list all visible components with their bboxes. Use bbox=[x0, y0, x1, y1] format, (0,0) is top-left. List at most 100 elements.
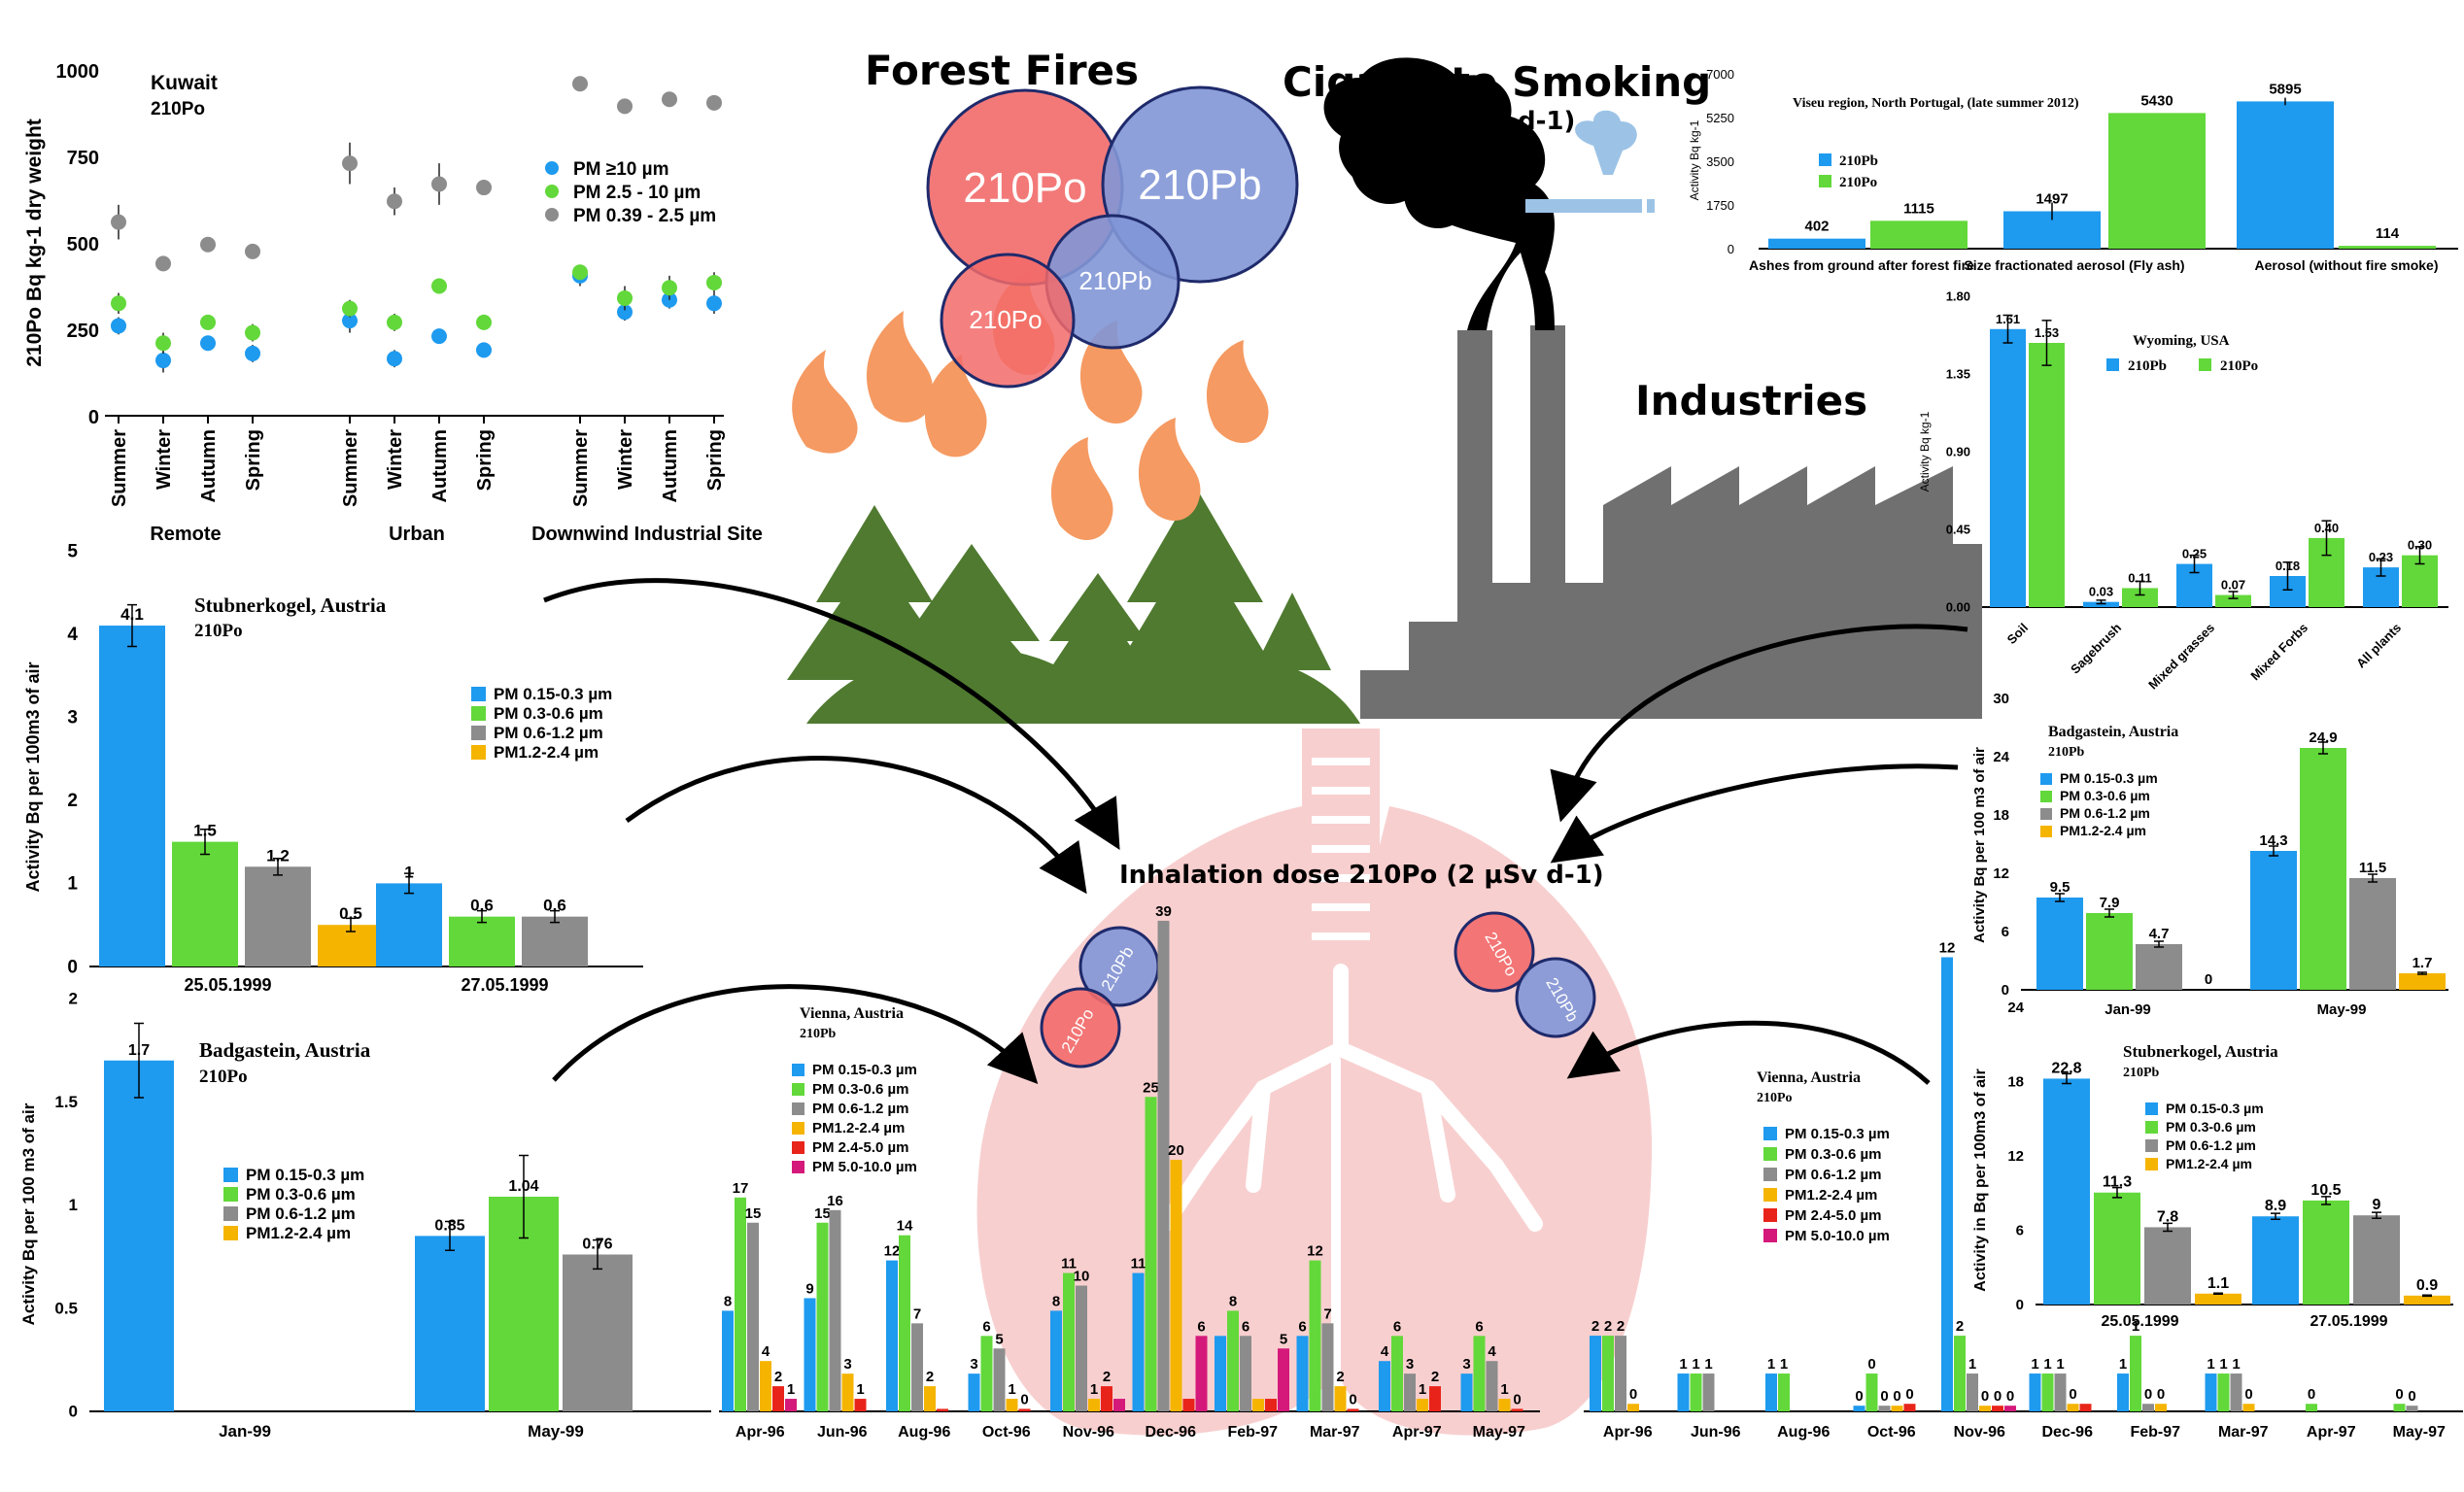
stub-pb-legend-label: PM 0.3-0.6 µm bbox=[2166, 1119, 2256, 1135]
kuwait-point bbox=[431, 176, 447, 192]
po-label-large: 210Po bbox=[963, 164, 1086, 212]
vienna-pb-legend-label: PM 2.4-5.0 µm bbox=[812, 1139, 909, 1156]
vienna_pb-data-label: 1 bbox=[1419, 1381, 1426, 1398]
stub-po-legend-swatch bbox=[471, 726, 486, 740]
vienna_pb-bar bbox=[735, 1197, 746, 1411]
kuwait-point bbox=[200, 314, 216, 330]
kuwait-point bbox=[476, 314, 492, 330]
vienna-po-y-label: Activity in Bq per 100m3 of air bbox=[1972, 1068, 1989, 1291]
vienna_po-data-label: 1 bbox=[2132, 1318, 2139, 1335]
stub_pb-data-label: 1.1 bbox=[2207, 1275, 2229, 1292]
bad-pb-subtitle: 210Pb bbox=[2048, 745, 2085, 760]
vienna_po-data-label: 2 bbox=[1956, 1318, 1964, 1335]
vienna-po-legend-swatch bbox=[1763, 1168, 1777, 1181]
stub_pb-data-label: 9 bbox=[2373, 1197, 2381, 1213]
vienna_pb-data-label: 1 bbox=[856, 1381, 864, 1398]
stub_po-data-label: 0.6 bbox=[543, 897, 566, 915]
bad_pb-error-bar bbox=[2105, 908, 2114, 918]
bad_pb-bar bbox=[2036, 898, 2083, 990]
vienna-pb-title: Vienna, Austria bbox=[800, 1005, 904, 1022]
vienna_po-bar bbox=[2117, 1373, 2129, 1411]
wyoming-data-label: 0.11 bbox=[2128, 570, 2152, 585]
vienna_po-data-label: 0 bbox=[2157, 1386, 2165, 1403]
kuwait-point bbox=[245, 324, 260, 341]
stub_po-data-label: 1.5 bbox=[193, 822, 217, 840]
bad_pb-error-bar bbox=[2368, 873, 2378, 883]
cigarette-icon bbox=[1525, 110, 1655, 213]
stub_pb-y-tick: 12 bbox=[2007, 1148, 2024, 1165]
viseu-legend-label: 210Po bbox=[1839, 175, 1877, 190]
vienna-po-title: Vienna, Austria bbox=[1757, 1069, 1861, 1086]
bad_po-bar bbox=[104, 1060, 174, 1411]
vienna_po-x-tick: Oct-96 bbox=[1867, 1424, 1916, 1441]
vienna_po-bar bbox=[2004, 1406, 2016, 1411]
vienna_po-data-label: 1 bbox=[1704, 1356, 1712, 1373]
vienna-pb-legend-label: PM 0.3-0.6 µm bbox=[812, 1081, 909, 1098]
vienna_pb-bar bbox=[1309, 1260, 1321, 1411]
vienna_pb-bar bbox=[1379, 1361, 1390, 1411]
stub_pb-y-tick: 18 bbox=[2007, 1074, 2024, 1091]
vienna-po-legend-swatch bbox=[1763, 1147, 1777, 1161]
viseu-data-label: 5430 bbox=[2140, 92, 2173, 109]
stub_po-bar bbox=[99, 626, 165, 966]
vienna-po-legend-label: PM 0.3-0.6 µm bbox=[1785, 1146, 1882, 1163]
viseu-legend-swatch bbox=[1819, 175, 1831, 187]
vienna_pb-data-label: 15 bbox=[814, 1205, 831, 1222]
kuwait-legend-label: PM 0.39 - 2.5 µm bbox=[573, 206, 716, 226]
vienna_pb-bar bbox=[1050, 1310, 1062, 1411]
vienna_pb-bar bbox=[1018, 1408, 1031, 1411]
radionuclide-circles: 210Po 210Pb 210Pb 210Po 210Pb 210Po 210P… bbox=[926, 85, 1596, 1068]
wyoming-y-label: Activity Bq kg-1 bbox=[1918, 411, 1932, 492]
stub_pb-data-label: 11.3 bbox=[2103, 1174, 2132, 1191]
vienna_po-data-label: 2 bbox=[1604, 1318, 1612, 1335]
vienna_pb-x-tick: Oct-96 bbox=[982, 1424, 1031, 1441]
vienna-po-legend-label: PM 0.6-1.2 µm bbox=[1785, 1167, 1882, 1183]
wyoming-x-tick: Mixed grasses bbox=[2145, 621, 2217, 693]
bad_po-y-tick: 0 bbox=[69, 1403, 78, 1421]
bad_pb-bar bbox=[2300, 748, 2346, 990]
vienna_pb-bar bbox=[1473, 1336, 1486, 1411]
vienna_pb-bar bbox=[1252, 1399, 1264, 1411]
stub_pb-error-bar bbox=[2271, 1212, 2280, 1221]
viseu-bar bbox=[1870, 220, 1968, 249]
bad_po-data-label: 0.85 bbox=[434, 1217, 464, 1234]
wyoming-data-label: 0.03 bbox=[2089, 585, 2113, 599]
flow-arrows bbox=[543, 578, 1968, 1085]
vienna_pb-data-label: 0 bbox=[1513, 1391, 1521, 1407]
vienna_pb-data-label: 5 bbox=[995, 1331, 1003, 1347]
bad_pb-error-bar bbox=[2318, 741, 2328, 755]
vienna_po-bar bbox=[2142, 1404, 2154, 1411]
kuwait-x-tick: Spring bbox=[704, 429, 726, 491]
vienna-pb-legend-swatch bbox=[792, 1064, 804, 1076]
wyoming-data-label: 0.07 bbox=[2221, 578, 2245, 593]
vienna_po-x-tick: Feb-97 bbox=[2130, 1424, 2180, 1441]
stub_po-error-bar bbox=[200, 829, 210, 856]
vienna_pb-x-tick: Jun-96 bbox=[817, 1424, 868, 1441]
stub_pb-error-bar bbox=[2213, 1292, 2223, 1296]
bad_pb-data-label: 9.5 bbox=[2050, 879, 2070, 896]
lung-po-circle-1 bbox=[1040, 987, 1121, 1068]
vienna_po-bar bbox=[1853, 1406, 1865, 1411]
kuwait-x-tick: Spring bbox=[243, 429, 264, 491]
vienna_po-data-label: 1 bbox=[2119, 1356, 2127, 1373]
bad_pb-x-tick: May-99 bbox=[2317, 1001, 2367, 1018]
vienna_pb-bar bbox=[1215, 1336, 1226, 1411]
vienna_po-data-label: 1 bbox=[2056, 1356, 2064, 1373]
vienna_pb-bar bbox=[829, 1209, 841, 1411]
bad_po-error-bar bbox=[134, 1022, 144, 1099]
bad_pb-y-tick: 24 bbox=[1993, 749, 2009, 765]
vienna_pb-bar bbox=[1278, 1348, 1289, 1411]
vienna_po-data-label: 1 bbox=[2031, 1356, 2038, 1373]
kuwait-point bbox=[706, 295, 722, 312]
vienna_po-bar bbox=[2130, 1336, 2141, 1411]
kuwait-legend-swatch bbox=[545, 208, 559, 221]
vienna_pb-data-label: 2 bbox=[1336, 1369, 1344, 1385]
kuwait-point bbox=[342, 300, 358, 317]
vienna_pb-x-tick: May-97 bbox=[1473, 1424, 1525, 1441]
vienna_po-data-label: 1 bbox=[2232, 1356, 2240, 1373]
stub_po-x-tick: 27.05.1999 bbox=[461, 975, 548, 995]
vienna_pb-bar bbox=[1347, 1408, 1359, 1411]
vienna_pb-data-label: 2 bbox=[1103, 1369, 1111, 1385]
vienna_po-data-label: 0 bbox=[1994, 1388, 2002, 1405]
kuwait-y-tick: 500 bbox=[67, 234, 99, 255]
